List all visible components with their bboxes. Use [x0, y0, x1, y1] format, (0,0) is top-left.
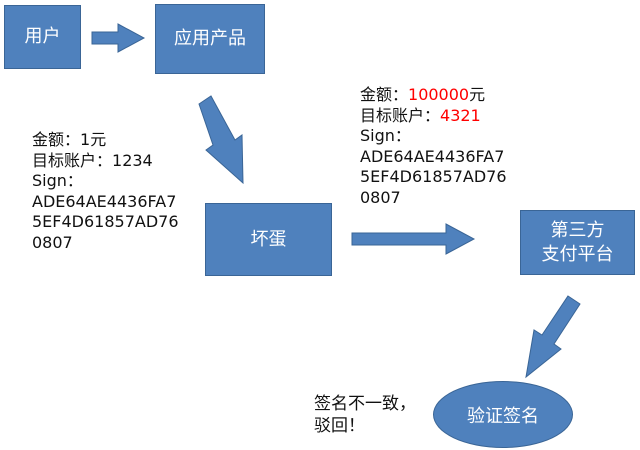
app-node-label: 应用产品: [174, 28, 246, 49]
user-node-label: 用户: [24, 26, 61, 47]
payment-platform-label-line2: 支付平台: [541, 243, 614, 265]
rejection-line2: 驳回！: [314, 416, 365, 436]
tampered-request-note: 金额：100000元 目标账户：4321 Sign： ADE64AE4436FA…: [360, 85, 507, 208]
arrow-app-to-attacker: [198, 95, 244, 185]
original-account-label: 目标账户：: [32, 150, 113, 170]
original-amount-label: 金额：: [32, 130, 81, 149]
verify-signature-node: 验证签名: [433, 381, 573, 448]
original-sign-line2: 5EF4D61857AD76: [32, 212, 179, 231]
original-sign-line1: ADE64AE4436FA7: [32, 191, 177, 211]
verify-signature-label: 验证签名: [467, 405, 539, 427]
arrow-attacker-to-payment: [351, 223, 476, 255]
original-account-value: 1234: [112, 150, 153, 170]
payment-platform-label-line1: 第三方: [550, 219, 605, 241]
original-amount-line: 金额：1元: [32, 130, 179, 151]
tampered-amount-line: 金额：100000元: [360, 85, 507, 106]
rejection-line1: 签名不一致，: [314, 394, 416, 414]
tampered-amount-label: 金额：: [360, 85, 409, 104]
arrow-user-to-app: [91, 23, 146, 53]
tampered-sign-line1: ADE64AE4436FA7: [360, 146, 505, 166]
rejection-note: 签名不一致， 驳回！: [314, 393, 416, 437]
app-node: 应用产品: [155, 4, 265, 74]
tampered-sign-line3: 0807: [360, 187, 401, 207]
original-sign-label: Sign：: [32, 171, 83, 190]
tampered-account-value: 4321: [440, 105, 481, 125]
tampered-account-label: 目标账户：: [360, 105, 441, 125]
original-account-line: 目标账户：1234: [32, 151, 179, 172]
original-amount-value: 1元: [80, 130, 107, 149]
original-sign-line3: 0807: [32, 232, 73, 252]
user-node: 用户: [4, 5, 81, 69]
attacker-node: 坏蛋: [205, 203, 332, 276]
tampered-amount-unit: 元: [469, 85, 486, 104]
tampered-sign-line2: 5EF4D61857AD76: [360, 167, 507, 186]
original-request-note: 金额：1元 目标账户：1234 Sign： ADE64AE4436FA7 5EF…: [32, 130, 179, 253]
arrow-payment-to-verify: [525, 295, 581, 379]
tampered-sign-label: Sign：: [360, 126, 411, 145]
payment-platform-node: 第三方 支付平台: [520, 210, 635, 275]
tampered-account-line: 目标账户：4321: [360, 106, 507, 127]
tampered-amount-value: 100000: [408, 85, 470, 104]
attacker-node-label: 坏蛋: [250, 228, 287, 250]
